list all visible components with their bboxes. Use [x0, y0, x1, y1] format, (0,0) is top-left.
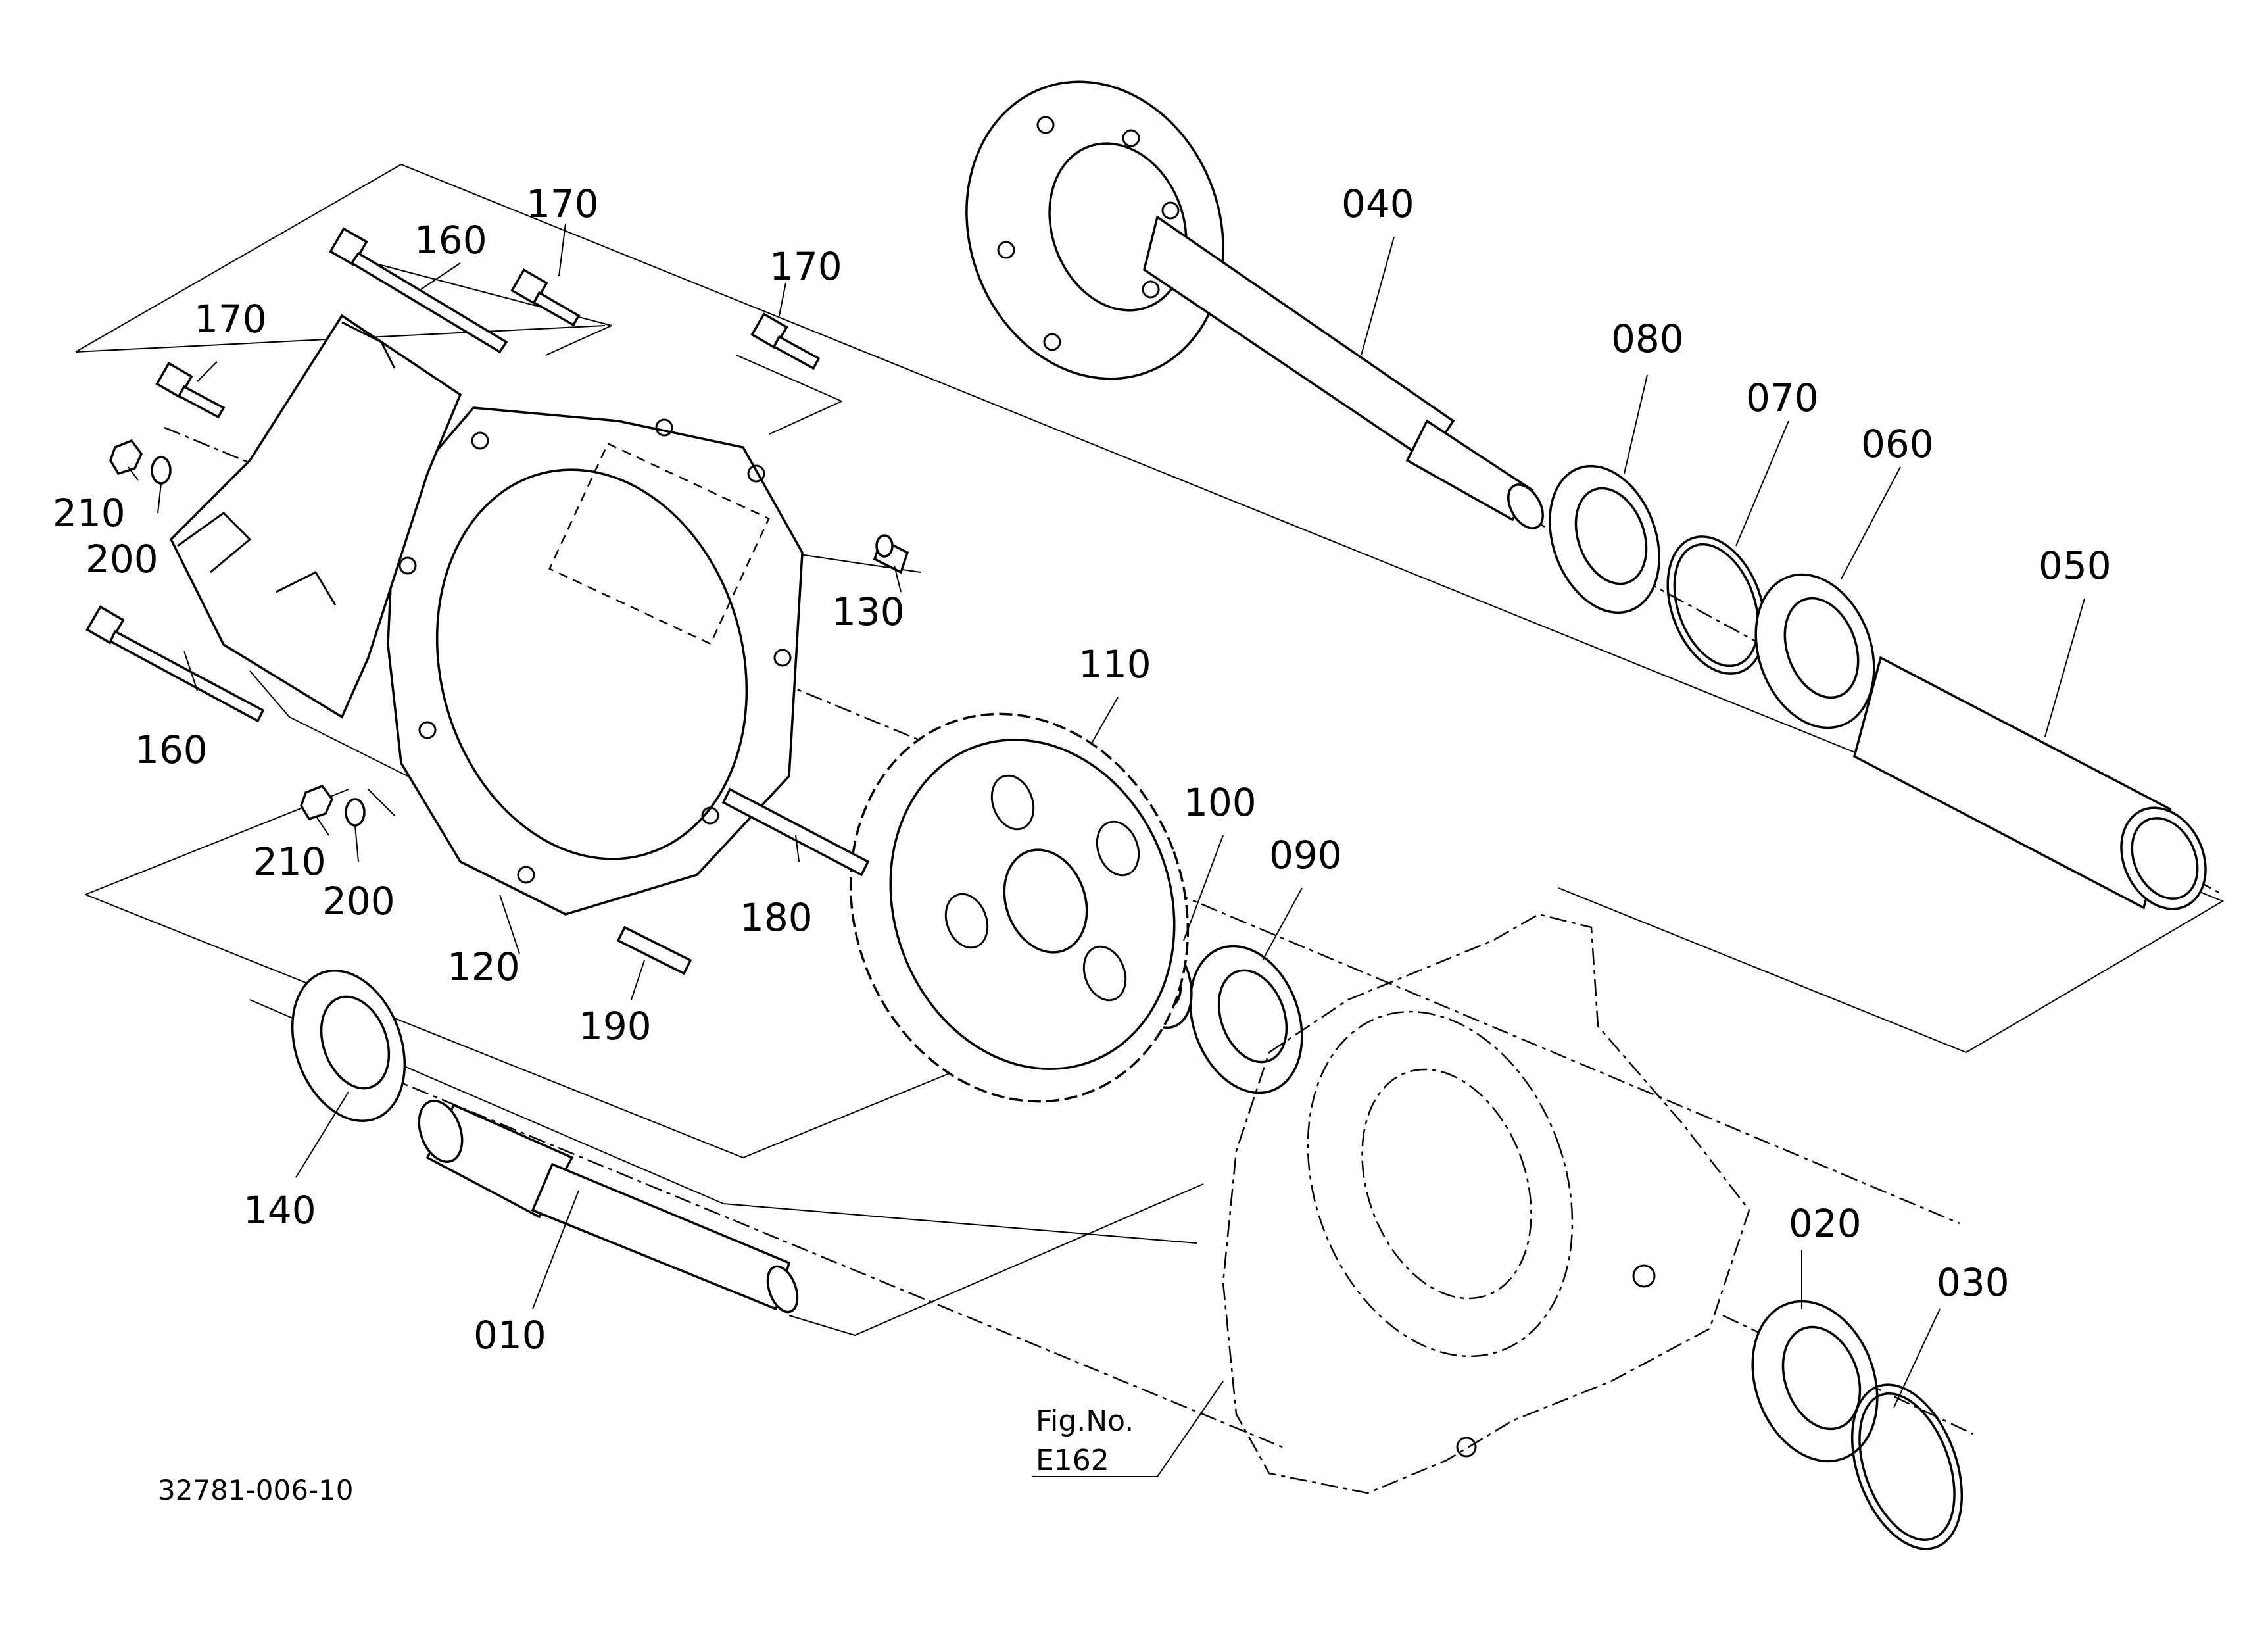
part-050-collar-sleeve: [1852, 656, 2207, 910]
part-080-bearing: [1549, 464, 1660, 614]
part-160-bolt-upper: [329, 227, 508, 354]
callout-210-lower: 210: [253, 839, 326, 884]
callout-030: 030: [1937, 1260, 2010, 1305]
callout-190: 190: [579, 1004, 652, 1048]
drawing-number: 32781-006-10: [158, 1474, 354, 1506]
part-190-stud: [616, 925, 692, 975]
reference-housing-e162: [1222, 913, 1750, 1494]
callout-080: 080: [1611, 316, 1684, 361]
part-side-bracket: [169, 314, 462, 719]
figure-reference-line1: Fig.No.: [1036, 1404, 1134, 1438]
callout-070: 070: [1746, 376, 1819, 420]
callout-020: 020: [1789, 1201, 1862, 1246]
callout-040: 040: [1341, 182, 1414, 226]
part-030-snap-ring: [1850, 1383, 1964, 1550]
figure-reference: Fig.No. E162: [1036, 1404, 1134, 1477]
part-200-washer-upper: [151, 456, 172, 485]
part-060-bearing: [1754, 573, 1875, 729]
callout-120: 120: [447, 945, 520, 989]
callout-170-c: 170: [194, 297, 267, 341]
part-130-dowel-pin: [873, 534, 909, 574]
callout-170-b: 170: [769, 244, 842, 289]
part-110-spur-gear: [849, 712, 1190, 1103]
callout-090: 090: [1269, 833, 1342, 877]
part-170-bolt-b: [750, 312, 821, 370]
callout-210-upper: 210: [53, 491, 126, 535]
part-210-nut-lower: [300, 784, 334, 821]
leader-lines: [128, 223, 2085, 1477]
figure-reference-line2: E162: [1036, 1444, 1109, 1477]
part-040-flanged-shaft: [965, 80, 1544, 529]
assembly-boundary-lines: [75, 163, 2225, 1337]
part-020-bearing: [1751, 1300, 1879, 1463]
part-140-bearing: [291, 970, 406, 1122]
part-200-washer-lower: [345, 798, 366, 827]
part-090-bearing: [1189, 945, 1303, 1094]
part-170-bolt-a: [510, 268, 581, 327]
callout-100: 100: [1184, 780, 1257, 825]
callout-050: 050: [2039, 543, 2111, 588]
callout-130: 130: [832, 589, 905, 634]
callout-140: 140: [243, 1188, 316, 1233]
part-210-nut-upper: [109, 439, 143, 476]
part-180-stud: [721, 787, 870, 877]
part-070-snap-ring: [1666, 535, 1766, 675]
callout-160-lower: 160: [135, 727, 208, 772]
callout-180: 180: [740, 895, 813, 940]
callout-110: 110: [1078, 642, 1151, 687]
callout-170-a: 170: [526, 182, 599, 226]
callout-labels: 040 080 070 060 050 110 100 090 120 130 …: [53, 182, 2111, 1358]
callout-200-upper: 200: [85, 537, 158, 581]
part-120-housing-cover: [387, 406, 804, 916]
part-170-bolt-c: [155, 362, 226, 419]
part-160-bolt-lower: [85, 605, 265, 723]
part-010-pinion-shaft: [418, 1099, 799, 1314]
callout-060: 060: [1861, 422, 1934, 466]
callout-010: 010: [473, 1313, 546, 1358]
callout-160-upper: 160: [414, 218, 487, 262]
callout-200-lower: 200: [322, 879, 395, 923]
